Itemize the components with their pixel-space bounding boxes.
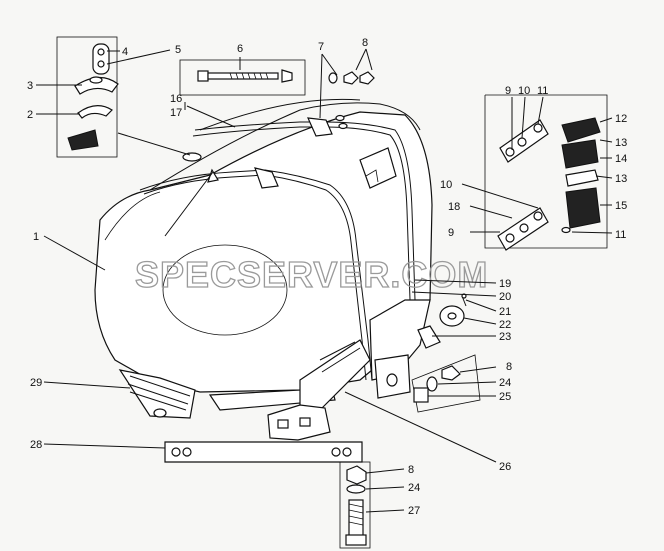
callout-11-lower: 11 bbox=[615, 229, 626, 241]
callout-24-side: 24 bbox=[499, 377, 511, 389]
callout-3: 3 bbox=[27, 80, 33, 92]
callout-28: 28 bbox=[30, 439, 42, 451]
callout-4: 4 bbox=[122, 46, 128, 58]
fuel-tank-body bbox=[94, 98, 433, 393]
callout-26: 26 bbox=[499, 461, 511, 473]
callout-13-upper: 13 bbox=[615, 137, 627, 149]
filler-cap-detail-box bbox=[56, 36, 119, 158]
callout-21: 21 bbox=[499, 306, 511, 318]
callout-25: 25 bbox=[499, 391, 511, 403]
watermark-text: SPECSERVER.COM bbox=[135, 254, 488, 295]
callout-17: 17 bbox=[170, 107, 182, 119]
callout-8-bottom: 8 bbox=[408, 464, 414, 476]
callout-10-top: 10 bbox=[518, 85, 530, 97]
callout-20: 20 bbox=[499, 291, 511, 303]
mount-detail-box bbox=[484, 94, 608, 251]
mounting-plate bbox=[164, 441, 363, 463]
callout-labels: 1 2 3 4 5 6 7 8 8 8 9 9 10 10 11 11 12 1… bbox=[27, 37, 627, 517]
callout-2: 2 bbox=[27, 109, 33, 121]
callout-9-lower: 9 bbox=[448, 227, 454, 239]
callout-19: 19 bbox=[499, 278, 511, 290]
callout-29: 29 bbox=[30, 377, 42, 389]
callout-10-lower: 10 bbox=[440, 179, 452, 191]
callout-12: 12 bbox=[615, 113, 627, 125]
tank-straps bbox=[139, 114, 416, 381]
callout-18: 18 bbox=[448, 201, 460, 213]
callout-13-lower: 13 bbox=[615, 173, 627, 185]
callout-6: 6 bbox=[237, 43, 243, 55]
nuts-top bbox=[328, 71, 375, 85]
callout-15: 15 bbox=[615, 200, 627, 212]
callout-8-side: 8 bbox=[506, 361, 512, 373]
callout-7: 7 bbox=[318, 41, 324, 53]
callout-22: 22 bbox=[499, 319, 511, 331]
washers-right bbox=[417, 293, 467, 349]
bottom-bolt-stack bbox=[339, 461, 371, 549]
callout-5: 5 bbox=[175, 44, 181, 56]
callout-1: 1 bbox=[33, 231, 39, 243]
callout-14: 14 bbox=[615, 153, 627, 165]
callout-23: 23 bbox=[499, 331, 511, 343]
callout-8-top: 8 bbox=[362, 37, 368, 49]
callout-16: 16 bbox=[170, 93, 182, 105]
lower-brackets bbox=[118, 299, 431, 441]
callout-11-top: 11 bbox=[537, 85, 548, 97]
callout-9-top: 9 bbox=[505, 85, 511, 97]
side-bolt-stack bbox=[411, 354, 481, 413]
callout-27: 27 bbox=[408, 505, 420, 517]
leader-lines bbox=[36, 48, 613, 513]
bolt-part bbox=[179, 59, 306, 96]
callout-24-bottom: 24 bbox=[408, 482, 420, 494]
